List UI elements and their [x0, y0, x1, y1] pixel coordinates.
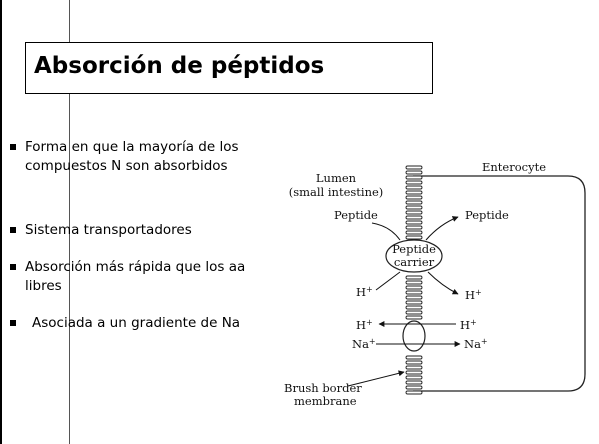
membrane-villus — [405, 300, 423, 305]
bullet-item: Absorción más rápida que los aa libres — [10, 258, 270, 296]
sodium-cell-label: Na+ — [464, 337, 488, 352]
membrane-villus — [405, 385, 423, 390]
vertical-guide-line — [69, 0, 70, 444]
membrane-villus — [405, 360, 423, 365]
membrane-villus — [405, 230, 423, 235]
membrane-villus — [405, 375, 423, 380]
bullet-text: Forma en que la mayoría de los compuesto… — [25, 139, 239, 174]
brush-border-sublabel: membrane — [294, 394, 357, 408]
lumen-label: Lumen — [316, 171, 357, 185]
membrane-villus — [405, 185, 423, 190]
membrane-villus — [405, 235, 423, 240]
membrane-villus — [405, 225, 423, 230]
brush-border-pointer — [347, 370, 405, 387]
membrane-villus — [405, 205, 423, 210]
membrane-villus — [405, 285, 423, 290]
bullet-item: Forma en que la mayoría de los compuesto… — [10, 138, 270, 176]
peptide-lumen-label: Peptide — [334, 208, 378, 222]
proton-lumen-label-2: H+ — [356, 318, 373, 333]
na-h-exchanger — [402, 320, 426, 352]
peptide-cell-label: Peptide — [465, 208, 509, 222]
carrier-label-line2: carrier — [394, 255, 435, 269]
peptide-carrier — [385, 239, 443, 273]
membrane-villus — [405, 380, 423, 385]
peptide-exit-arrow — [425, 216, 459, 241]
title-box: Absorción de péptidos — [25, 42, 433, 94]
membrane-villus — [405, 305, 423, 310]
membrane-villus — [405, 165, 423, 170]
membrane-villus — [405, 275, 423, 280]
membrane-villus — [405, 315, 423, 320]
membrane-villus — [405, 195, 423, 200]
bullet-marker — [10, 144, 16, 150]
membrane-villus — [405, 390, 423, 395]
membrane-villus — [405, 200, 423, 205]
left-border-line — [0, 0, 2, 444]
bullet-marker — [10, 264, 16, 270]
membrane-villus — [405, 170, 423, 175]
bullet-marker — [10, 227, 16, 233]
membrane-villus — [405, 215, 423, 220]
proton-cell-label-1: H+ — [465, 288, 482, 303]
bullet-text: Absorción más rápida que los aa libres — [25, 259, 246, 294]
slide-title: Absorción de péptidos — [34, 53, 325, 79]
bullet-text: Asociada a un gradiente de Na — [32, 315, 241, 331]
membrane-villus — [405, 190, 423, 195]
proton-entry-arrow — [375, 271, 401, 291]
membrane-villus — [405, 365, 423, 370]
proton-exit-arrow — [427, 271, 459, 295]
enterocyte-label: Enterocyte — [482, 160, 546, 174]
membrane-villus — [405, 355, 423, 360]
peptide-absorption-diagram: Enterocyte Lumen (small intestine) Pepti… — [284, 160, 586, 408]
brush-border-label: Brush border — [284, 381, 362, 395]
bullet-item: Sistema transportadores — [10, 221, 270, 240]
sodium-lumen-label: Na+ — [352, 337, 376, 352]
membrane-villus — [405, 370, 423, 375]
proton-lumen-label-1: H+ — [356, 285, 373, 300]
lumen-sublabel: (small intestine) — [289, 185, 384, 199]
membrane-villus — [405, 280, 423, 285]
proton-cell-label-2: H+ — [460, 318, 477, 333]
membrane-villus — [405, 180, 423, 185]
peptide-entry-arrow — [371, 222, 401, 241]
bullet-item: Asociada a un gradiente de Na — [10, 314, 252, 333]
membrane-villus — [405, 220, 423, 225]
membrane-villus — [405, 295, 423, 300]
bullet-marker — [10, 320, 16, 326]
membrane-villus — [405, 310, 423, 315]
membrane-villus — [405, 175, 423, 180]
membrane-villus — [405, 290, 423, 295]
enterocyte-outline — [413, 175, 586, 392]
brush-border-membrane — [405, 165, 423, 395]
carrier-label-line1: Peptide — [392, 242, 436, 256]
membrane-villus — [405, 210, 423, 215]
bullet-text: Sistema transportadores — [25, 222, 192, 238]
